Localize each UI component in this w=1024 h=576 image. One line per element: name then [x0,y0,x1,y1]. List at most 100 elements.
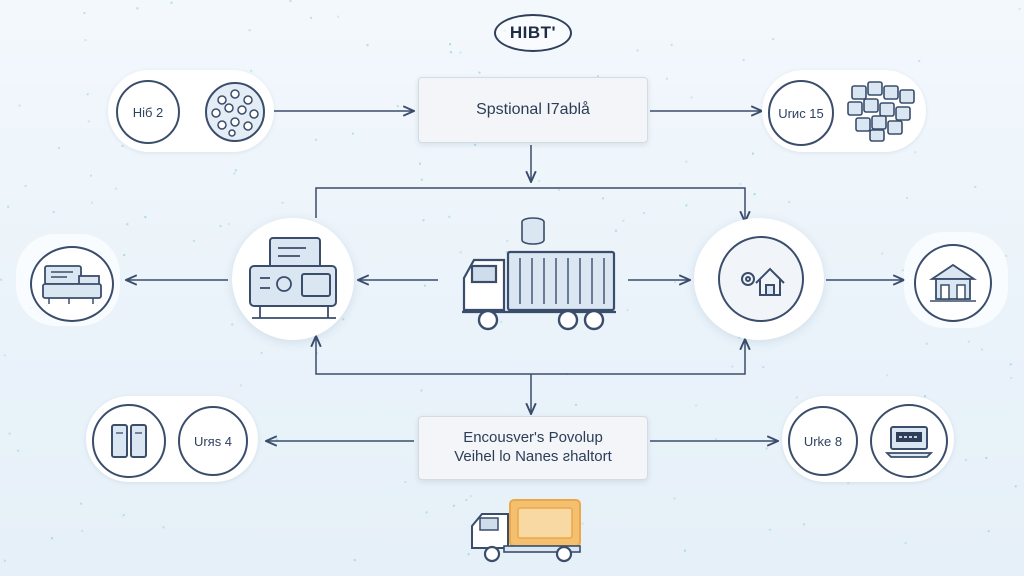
background-dot [425,511,428,514]
background-dot [465,499,468,501]
background-dot [424,284,426,287]
hib-2-circle: Hiб 2 [116,80,180,144]
background-dot [1014,485,1017,488]
background-dot [459,51,462,54]
background-dot [234,169,237,172]
background-dot [670,43,673,46]
background-dot [925,342,928,345]
background-dot [538,180,541,183]
encousver-box[interactable]: Encousver's Povolup Veihel lo Nanes ƨhal… [418,416,648,480]
background-dot [788,201,791,204]
background-dot [83,12,86,14]
urc-15-circle: Urис 15 [768,80,834,146]
background-dot [366,44,369,47]
background-dot [310,16,313,19]
background-dot [967,340,970,343]
hib-2-label: Hiб 2 [132,104,164,120]
encousver-line2: Veihel lo Nanes ƨhaltort [454,448,612,465]
background-dot [914,151,917,154]
hibt-logo: HIBT' [494,14,572,52]
logo-text: HIBT' [509,23,557,42]
background-dot [144,216,147,219]
background-dot [52,211,55,214]
background-dot [449,43,452,46]
background-dot [239,384,242,387]
background-dot [170,1,173,4]
background-dot [772,38,775,41]
database-stack-icon [521,217,545,245]
background-dot [420,389,423,392]
loop-top [315,187,745,222]
background-dot [404,481,407,483]
background-dot [448,215,451,218]
background-dot [3,354,6,357]
background-dot [419,162,421,165]
background-dot [3,559,6,562]
factory-machine-icon [249,237,337,319]
background-dot [86,93,89,96]
spstional-label: Spstional I7ablå [476,101,590,118]
background-dot [337,15,340,18]
background-dot [795,396,798,399]
background-dot [731,365,734,368]
urc-15-label: Urис 15 [778,105,824,121]
production-line-icon [42,265,102,304]
network-globe-icon [205,82,265,142]
background-dot [505,251,508,253]
background-dot [478,71,481,74]
background-dot [690,96,693,99]
background-dot [615,229,617,232]
background-dot [233,172,236,175]
background-dot [685,160,688,163]
background-dot [558,189,560,191]
background-dot [500,320,503,323]
background-dot [918,60,921,62]
background-dot [449,51,452,54]
background-dot [643,212,646,214]
background-dot [803,523,805,526]
background-dot [91,201,94,204]
background-dot [7,205,10,208]
background-dot [980,348,983,351]
background-dot [762,366,765,369]
background-dot [467,553,470,556]
delivery-truck-icon [471,499,581,563]
background-dot [18,104,21,107]
background-dot [474,143,477,146]
warehouse-icon [929,263,977,302]
laptop-circle [870,404,948,478]
background-dot [597,75,600,78]
background-dot [422,219,425,222]
background-dot [122,514,125,517]
background-dot [121,145,124,147]
background-dot [714,438,717,440]
spstional-box[interactable]: Spstional I7ablå [418,77,648,143]
laptop-icon [885,426,933,458]
container-truck-icon [462,250,616,331]
urke-8-label: Urke 8 [803,433,843,449]
warehouse-circle [914,244,992,322]
background-dot [739,183,742,185]
background-dot [985,456,988,459]
background-dot [396,105,399,108]
home-settings-icon [741,267,785,296]
background-dot [123,254,126,257]
background-dot [901,269,904,272]
document-panels-circle [92,404,166,478]
background-dot [1009,363,1012,366]
background-dot [974,185,977,188]
background-dot [626,309,629,312]
background-dot [924,395,927,398]
background-dot [87,120,90,123]
background-dot [665,77,668,80]
background-dot [581,522,584,525]
background-dot [0,278,3,281]
background-dot [768,528,771,531]
background-dot [84,39,87,42]
background-dot [51,537,54,540]
background-dot [695,404,698,407]
background-dot [351,132,354,135]
background-dot [90,174,92,177]
background-dot [8,432,11,435]
